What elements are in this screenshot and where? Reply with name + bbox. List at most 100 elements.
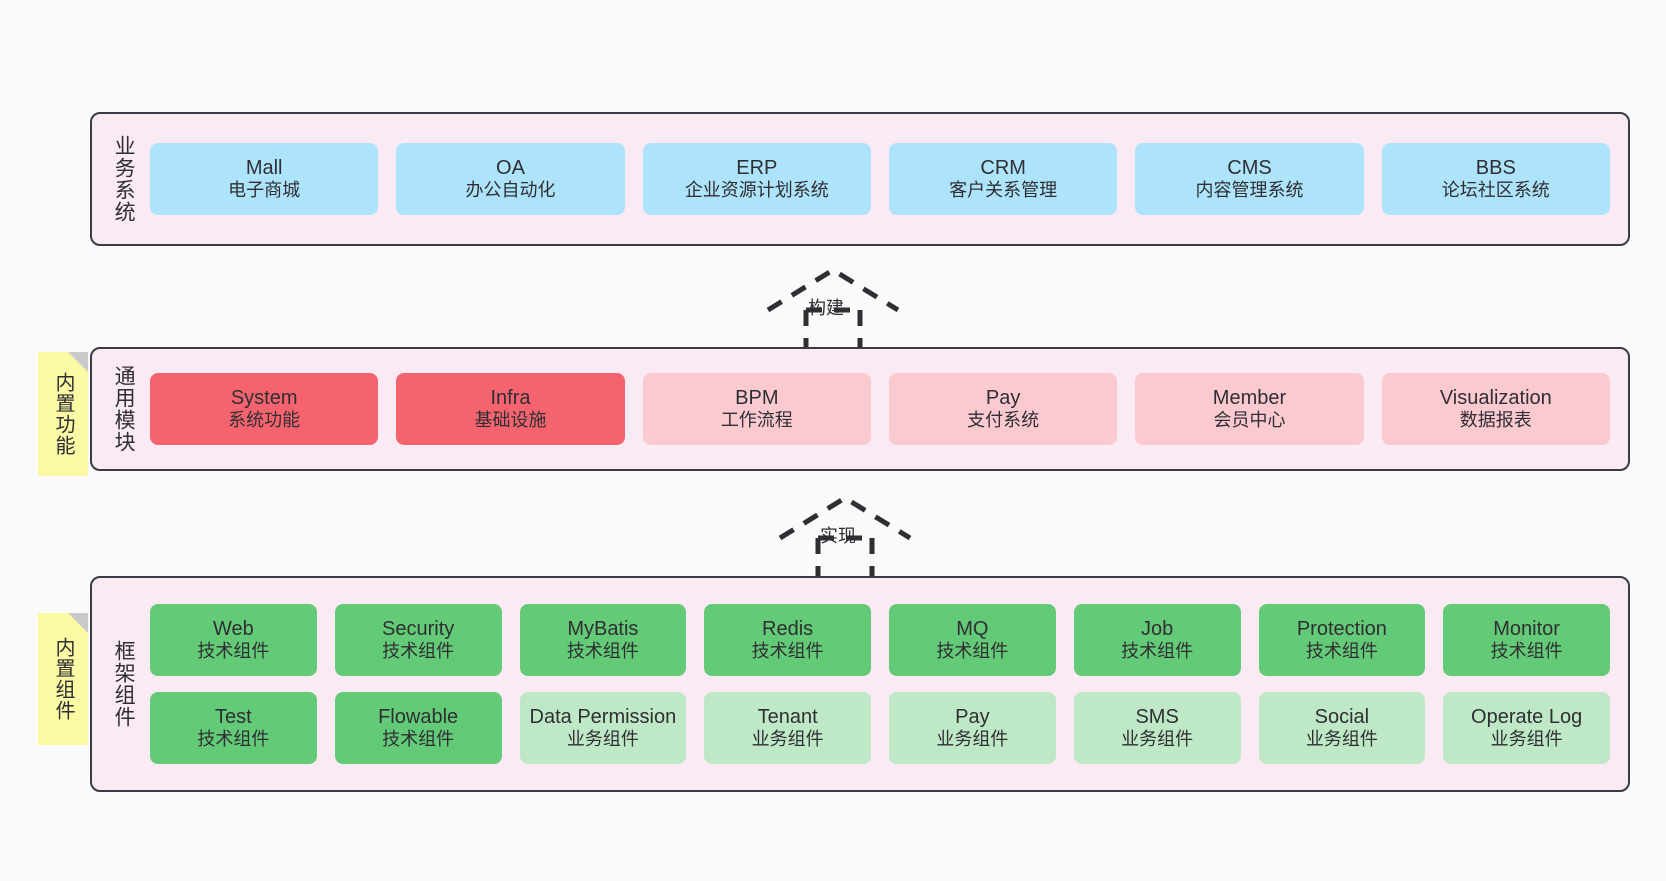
- card-title: SMS: [1135, 705, 1179, 728]
- card-flowable[interactable]: Flowable 技术组件: [334, 692, 502, 764]
- sticky-tag-builtin-component: 内置组件: [38, 613, 88, 745]
- card-subtitle: 数据报表: [1459, 410, 1532, 431]
- card-infra[interactable]: Infra 基础设施: [396, 373, 625, 445]
- card-row: Mall 电子商城 OA 办公自动化 ERP 企业资源计划系统 CRM 客户关系…: [150, 143, 1610, 215]
- card-sms[interactable]: SMS 业务组件: [1073, 692, 1241, 764]
- card-subtitle: 业务组件: [1305, 729, 1378, 750]
- card-subtitle: 内容管理系统: [1195, 180, 1304, 201]
- layer-title-framework: 框架组件: [112, 640, 136, 728]
- card-subtitle: 业务组件: [1121, 729, 1194, 750]
- card-subtitle: 系统功能: [228, 410, 301, 431]
- card-subtitle: 办公自动化: [465, 180, 556, 201]
- card-title: Mall: [245, 156, 283, 179]
- card-tenant[interactable]: Tenant 业务组件: [704, 692, 871, 764]
- layer-common-module: 通用模块 System 系统功能 Infra 基础设施 BPM 工作流程 Pay…: [90, 347, 1630, 471]
- card-subtitle: 技术组件: [936, 641, 1009, 662]
- sticky-tag-builtin-function: 内置功能: [38, 352, 88, 476]
- card-title: ERP: [736, 156, 778, 179]
- card-subtitle: 基础设施: [474, 410, 547, 431]
- connector-build: 构建: [760, 258, 920, 348]
- card-system[interactable]: System 系统功能: [150, 373, 379, 445]
- card-title: Data Permission: [529, 705, 677, 728]
- card-subtitle: 技术组件: [566, 641, 639, 662]
- card-subtitle: 电子商城: [228, 180, 301, 201]
- card-subtitle: 技术组件: [1305, 641, 1378, 662]
- layer-body-common: System 系统功能 Infra 基础设施 BPM 工作流程 Pay 支付系统…: [146, 373, 1628, 445]
- card-title: Monitor: [1493, 617, 1560, 640]
- card-test[interactable]: Test 技术组件: [150, 692, 317, 764]
- card-subtitle: 技术组件: [382, 729, 455, 750]
- connector-label: 实现: [820, 526, 856, 546]
- card-oa[interactable]: OA 办公自动化: [396, 143, 625, 215]
- layer-business-system: 业务系统 Mall 电子商城 OA 办公自动化 ERP 企业资源计划系统 CRM…: [90, 112, 1630, 246]
- card-title: Pay: [985, 386, 1021, 409]
- card-mybatis[interactable]: MyBatis 技术组件: [519, 604, 687, 676]
- layer-framework-component: 框架组件 Web 技术组件 Security 技术组件 MyBatis 技术组件…: [90, 576, 1630, 792]
- card-web[interactable]: Web 技术组件: [150, 604, 317, 676]
- card-title: Protection: [1296, 617, 1387, 640]
- card-subtitle: 技术组件: [751, 641, 824, 662]
- card-bpm[interactable]: BPM 工作流程: [642, 373, 871, 445]
- card-subtitle: 技术组件: [197, 729, 270, 750]
- card-title: Flowable: [378, 705, 459, 728]
- card-security[interactable]: Security 技术组件: [334, 604, 502, 676]
- card-title: Redis: [762, 617, 814, 640]
- card-subtitle: 业务组件: [936, 729, 1009, 750]
- card-title: Web: [212, 617, 254, 640]
- card-subtitle: 工作流程: [720, 410, 793, 431]
- card-subtitle: 企业资源计划系统: [684, 180, 829, 201]
- card-subtitle: 业务组件: [566, 729, 639, 750]
- card-crm[interactable]: CRM 客户关系管理: [888, 143, 1118, 215]
- card-visualization[interactable]: Visualization 数据报表: [1381, 373, 1610, 445]
- card-title: Operate Log: [1471, 705, 1583, 728]
- layer-title-common: 通用模块: [112, 365, 136, 453]
- card-subtitle: 业务组件: [751, 729, 824, 750]
- card-subtitle: 业务组件: [1490, 729, 1563, 750]
- card-title: Social: [1314, 705, 1370, 728]
- card-title: Job: [1141, 617, 1174, 640]
- card-subtitle: 技术组件: [382, 641, 455, 662]
- build-arrow-icon: [766, 267, 900, 348]
- layer-body-business: Mall 电子商城 OA 办公自动化 ERP 企业资源计划系统 CRM 客户关系…: [146, 143, 1628, 215]
- card-title: CMS: [1227, 156, 1272, 179]
- card-operate-log[interactable]: Operate Log 业务组件: [1443, 692, 1610, 764]
- card-title: Visualization: [1439, 386, 1552, 409]
- card-pay-business[interactable]: Pay 业务组件: [889, 692, 1056, 764]
- card-member[interactable]: Member 会员中心: [1135, 373, 1364, 445]
- card-protection[interactable]: Protection 技术组件: [1258, 604, 1426, 676]
- card-subtitle: 技术组件: [197, 641, 270, 662]
- card-title: Test: [215, 705, 252, 728]
- card-mq[interactable]: MQ 技术组件: [889, 604, 1056, 676]
- card-title: Tenant: [757, 705, 818, 728]
- card-subtitle: 论坛社区系统: [1441, 180, 1550, 201]
- card-job[interactable]: Job 技术组件: [1073, 604, 1241, 676]
- card-title: Member: [1212, 386, 1287, 409]
- card-title: OA: [496, 156, 525, 179]
- card-title: MQ: [956, 617, 989, 640]
- card-mall[interactable]: Mall 电子商城: [150, 143, 379, 215]
- card-title: CRM: [980, 156, 1026, 179]
- card-row: System 系统功能 Infra 基础设施 BPM 工作流程 Pay 支付系统…: [150, 373, 1610, 445]
- card-title: Security: [382, 617, 455, 640]
- sticky-label: 内置功能: [52, 372, 74, 456]
- card-subtitle: 支付系统: [967, 410, 1040, 431]
- sticky-label: 内置组件: [52, 637, 74, 721]
- card-bbs[interactable]: BBS 论坛社区系统: [1381, 143, 1610, 215]
- card-row: Test 技术组件 Flowable 技术组件 Data Permission …: [150, 692, 1610, 764]
- card-social[interactable]: Social 业务组件: [1258, 692, 1426, 764]
- card-subtitle: 会员中心: [1213, 410, 1286, 431]
- card-pay[interactable]: Pay 支付系统: [888, 373, 1118, 445]
- card-subtitle: 技术组件: [1121, 641, 1194, 662]
- card-title: BBS: [1475, 156, 1516, 179]
- card-monitor[interactable]: Monitor 技术组件: [1443, 604, 1610, 676]
- card-title: Infra: [490, 386, 531, 409]
- card-data-permission[interactable]: Data Permission 业务组件: [519, 692, 687, 764]
- card-erp[interactable]: ERP 企业资源计划系统: [642, 143, 871, 215]
- connector-label: 构建: [808, 298, 844, 318]
- card-cms[interactable]: CMS 内容管理系统: [1135, 143, 1364, 215]
- implement-arrow-icon: [778, 495, 912, 576]
- connector-implement: 实现: [772, 486, 932, 576]
- card-redis[interactable]: Redis 技术组件: [704, 604, 871, 676]
- layer-body-framework: Web 技术组件 Security 技术组件 MyBatis 技术组件 Redi…: [146, 604, 1628, 764]
